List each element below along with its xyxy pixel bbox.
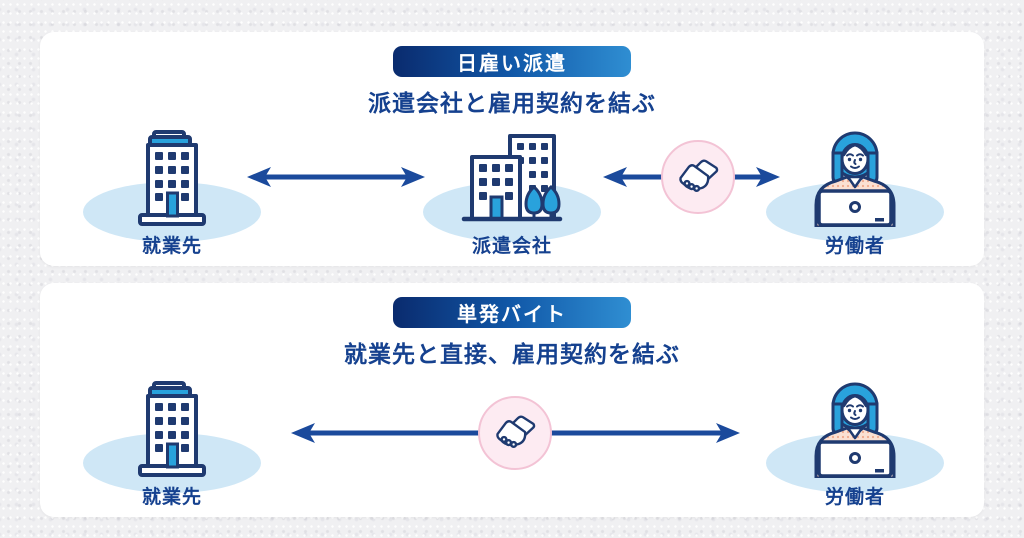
entity-workplace: 就業先 (72, 127, 272, 257)
entity-worker: 労働者 (755, 127, 955, 257)
panel-tanpatsu-baito: 単発バイト 就業先と直接、雇用契約を結ぶ (40, 283, 984, 517)
entity-label: 就業先 (141, 236, 202, 257)
section-subtitle: 就業先と直接、雇用契約を結ぶ (344, 341, 680, 367)
handshake-icon (478, 396, 552, 470)
entity-dispatch-company: 派遣会社 (412, 127, 612, 257)
section-title-badge: 単発バイト (393, 297, 631, 328)
entity-worker: 労働者 (755, 378, 955, 508)
handshake-icon (661, 140, 735, 214)
entity-workplace: 就業先 (72, 378, 272, 508)
office-building-icon (134, 380, 210, 478)
section-title-badge: 日雇い派遣 (393, 46, 631, 77)
company-buildings-icon (460, 133, 564, 225)
section-subtitle: 派遣会社と雇用契約を結ぶ (368, 90, 656, 116)
entity-label: 労働者 (824, 487, 885, 508)
entity-label: 労働者 (824, 236, 885, 257)
double-arrow-icon (244, 164, 428, 190)
office-building-icon (134, 129, 210, 227)
entity-label: 就業先 (141, 487, 202, 508)
entity-label: 派遣会社 (471, 236, 552, 257)
worker-laptop-icon (796, 380, 914, 478)
worker-laptop-icon (796, 129, 914, 227)
panel-hiyatoi-haken: 日雇い派遣 派遣会社と雇用契約を結ぶ (40, 32, 984, 266)
